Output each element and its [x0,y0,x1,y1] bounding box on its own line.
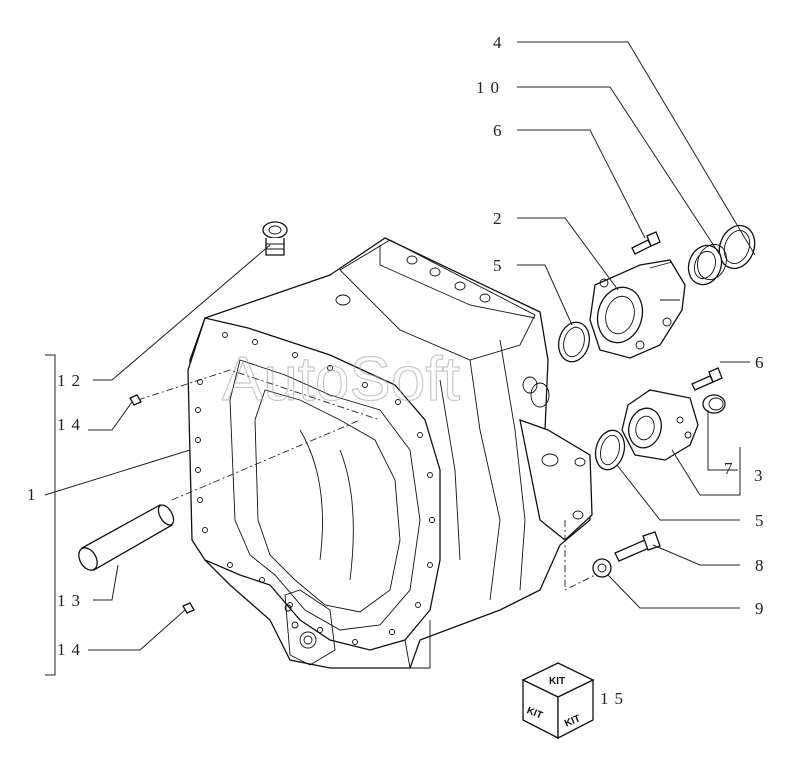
callout-8: 8 [755,556,770,575]
callout-7: 7 [724,459,739,478]
leader-lines [44,41,756,676]
callout-6-upper: 6 [493,121,508,140]
callout-14-upper: 14 [57,415,86,434]
bolt-6-upper [631,231,661,255]
callout-labels: 4 10 6 2 5 6 7 3 5 8 9 12 14 1 13 14 15 [27,33,770,708]
dowel-pin-14-bottom [182,602,195,614]
callout-10: 10 [476,78,505,97]
callout-5-upper: 5 [493,256,508,275]
flange-housing-2 [589,259,686,359]
plug-screw-12 [262,221,288,256]
o-ring-4 [718,224,756,270]
callout-1: 1 [27,485,42,504]
shaft-13 [78,504,175,571]
callout-3: 3 [754,466,769,485]
kit-cube-icon: KIT KIT KIT [521,662,595,740]
top-bolt-holes [335,255,491,306]
callout-9: 9 [755,599,770,618]
plug-7 [702,394,726,414]
kit-label-top: KIT [549,676,565,687]
callout-5-lower: 5 [755,511,770,530]
watermark: AutoSoft [222,345,460,414]
ring-10 [687,243,727,286]
o-ring-5-upper [557,321,591,363]
washer-9 [592,558,612,578]
o-ring-5-lower [594,429,626,471]
bolt-6-lower [691,367,723,391]
callout-6-lower: 6 [755,353,770,372]
centerline-pin-top [137,369,381,421]
bolt-8 [614,531,661,562]
centerline-plug [564,520,596,591]
centerline-shaft [171,419,361,501]
callout-12: 12 [57,371,86,390]
dowel-pin-14-top [129,394,142,406]
callout-14-lower: 14 [57,640,86,659]
callout-4: 4 [493,33,508,52]
flange-bolt-holes [195,332,435,645]
callout-2: 2 [493,209,508,228]
callout-15: 15 [600,689,629,708]
transmission-housing [187,237,593,669]
flange-housing-3 [621,389,699,461]
callout-13: 13 [57,591,86,610]
